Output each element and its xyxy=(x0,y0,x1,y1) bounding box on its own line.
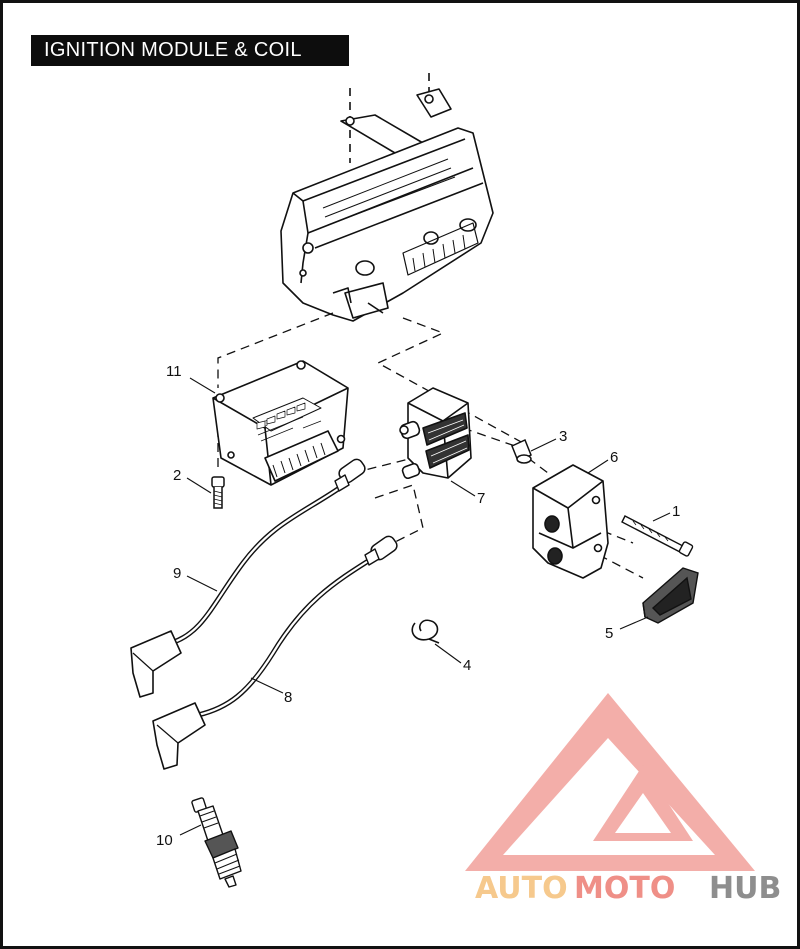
watermark-text: AUTO MOTO HUB xyxy=(475,871,781,906)
exploded-parts-diagram: 11 2 3 6 1 7 9 8 4 5 10 AUTO MOTO HUB xyxy=(130,73,781,906)
callout-1: 1 xyxy=(672,503,680,520)
wire-clip xyxy=(411,619,440,644)
watermark-hub: HUB xyxy=(709,871,781,906)
spark-plug-wire-upper xyxy=(130,458,366,698)
spacer xyxy=(511,438,532,464)
callout-11: 11 xyxy=(166,363,182,380)
callout-2: 2 xyxy=(173,467,181,484)
callout-9: 9 xyxy=(173,565,181,582)
callout-10: 10 xyxy=(156,832,173,849)
callout-7: 7 xyxy=(477,490,485,507)
long-bolt xyxy=(621,515,694,557)
callout-labels: 11 2 3 6 1 7 9 8 4 5 10 xyxy=(156,363,680,849)
callout-8: 8 xyxy=(284,689,292,706)
watermark-logo xyxy=(465,693,755,871)
ignition-coil xyxy=(399,387,472,480)
callout-5: 5 xyxy=(605,625,613,642)
spark-plug xyxy=(191,797,242,888)
coil-cover xyxy=(532,464,609,579)
assembly-lines xyxy=(217,312,644,579)
frame-bracket xyxy=(280,73,494,322)
callout-4: 4 xyxy=(463,657,471,674)
spark-plug-wire-lower xyxy=(152,535,398,770)
callout-3: 3 xyxy=(559,428,567,445)
callout-6: 6 xyxy=(610,449,618,466)
ignition-module xyxy=(212,360,349,486)
leader-lines xyxy=(179,377,671,836)
page-title: IGNITION MODULE & COIL xyxy=(31,35,349,66)
trim-insert xyxy=(642,567,699,624)
watermark-auto: AUTO xyxy=(475,871,568,906)
screw xyxy=(211,476,225,509)
watermark-moto: MOTO xyxy=(574,871,675,906)
